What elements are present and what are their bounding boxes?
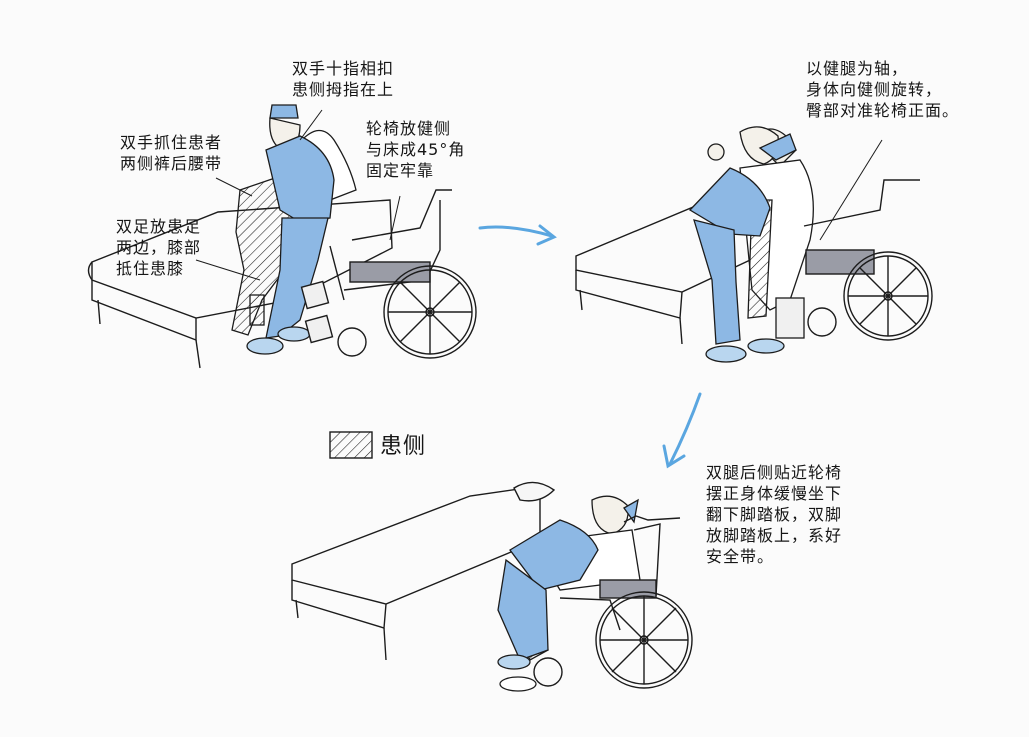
arrow-step1-to-step2 [478,224,557,246]
legend-label: 患侧 [380,434,427,459]
step3-wheelchair [533,515,693,689]
step2-note-rotate: 以健腿为轴， 身体向健侧旋转， 臀部对准轮椅正面。 [806,59,960,120]
leader-lines [195,109,883,281]
legend: 患侧 [330,428,426,460]
step1-note-hands-interlock: 双手十指相扣 患侧拇指在上 [292,59,395,99]
step1-note-feet-knees: 双足放患足 两边，膝部 抵住患膝 [116,217,202,278]
step1-scene [87,104,477,369]
step2-wheelchair [803,179,933,341]
step2-scene [575,126,933,363]
step2-nurse [688,126,797,363]
legend-hatch-swatch [329,431,373,459]
step1-nurse [246,104,335,355]
step3-note-sit-down: 双腿后侧贴近轮椅 摆正身体缓慢坐下 翻下脚踏板，双脚 放脚踏板上，系好 安全带。 [706,463,843,566]
arrow-step2-to-step3 [662,392,702,469]
legend-swatch-spacer [330,431,374,457]
step1-note-wheelchair-position: 轮椅放健侧 与床成45°角 固定牢靠 [366,119,466,180]
step3-nurse [497,519,599,670]
step3-scene [291,481,693,692]
step1-note-grab-waistband: 双手抓住患者 两侧裤后腰带 [120,133,223,173]
step1-wheelchair [300,189,477,359]
